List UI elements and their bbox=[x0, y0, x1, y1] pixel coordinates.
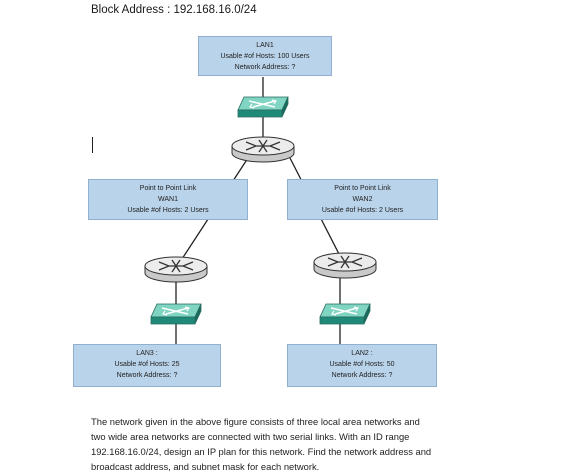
lan3-info-box: LAN3 : Usable #of Hosts: 25 Network Addr… bbox=[73, 344, 221, 387]
lan3-network-address: Network Address: ? bbox=[116, 372, 178, 379]
lan1-hosts: Usable #of Hosts: 100 Users bbox=[220, 53, 310, 60]
description-line-4: broadcast address, and subnet mask for e… bbox=[91, 461, 320, 472]
left-router-icon bbox=[144, 256, 208, 283]
description-line-1: The network given in the above figure co… bbox=[91, 416, 420, 427]
block-address-value: 192.168.16.0/24 bbox=[173, 4, 257, 16]
core-router-icon bbox=[231, 136, 295, 163]
lan2-hosts: Usable #of Hosts: 50 bbox=[329, 361, 395, 368]
wan2-title-line2: WAN2 bbox=[352, 196, 373, 203]
lan1-title: LAN1 bbox=[256, 42, 274, 49]
right-router-icon bbox=[313, 252, 377, 279]
wan2-hosts: Usable #of Hosts: 2 Users bbox=[321, 207, 404, 214]
description-line-3: 192.168.16.0/24, design an IP plan for t… bbox=[91, 446, 432, 457]
lan2-network-address: Network Address: ? bbox=[331, 372, 393, 379]
lan3-switch-icon bbox=[150, 303, 202, 325]
lan2-title: LAN2 : bbox=[351, 350, 373, 357]
lan2-info-box: LAN2 : Usable #of Hosts: 50 Network Addr… bbox=[287, 344, 437, 387]
wan1-title-line2: WAN1 bbox=[158, 196, 178, 203]
lan3-title: LAN3 : bbox=[136, 350, 158, 357]
lan2-switch-icon bbox=[319, 303, 371, 325]
problem-description: The network given in the above figure co… bbox=[91, 414, 471, 474]
wan2-info-box: Point to Point Link WAN2 Usable #of Host… bbox=[287, 179, 438, 220]
block-address: Block Address : 192.168.16.0/24 bbox=[91, 4, 257, 16]
lan1-switch-icon bbox=[237, 96, 289, 118]
lan1-info-box: LAN1 Usable #of Hosts: 100 Users Network… bbox=[198, 36, 332, 76]
block-address-label: Block Address : bbox=[91, 4, 171, 16]
description-line-2: two wide area networks are connected wit… bbox=[91, 431, 410, 442]
wan1-info-box: Point to Point Link WAN1 Usable #of Host… bbox=[88, 179, 248, 220]
wan1-hosts: Usable #of Hosts: 2 Users bbox=[127, 207, 209, 214]
wan2-title-line1: Point to Point Link bbox=[334, 185, 391, 192]
text-cursor bbox=[92, 137, 93, 153]
lan1-network-address: Network Address: ? bbox=[234, 64, 296, 71]
wan1-title-line1: Point to Point Link bbox=[139, 185, 197, 192]
lan3-hosts: Usable #of Hosts: 25 bbox=[114, 361, 180, 368]
